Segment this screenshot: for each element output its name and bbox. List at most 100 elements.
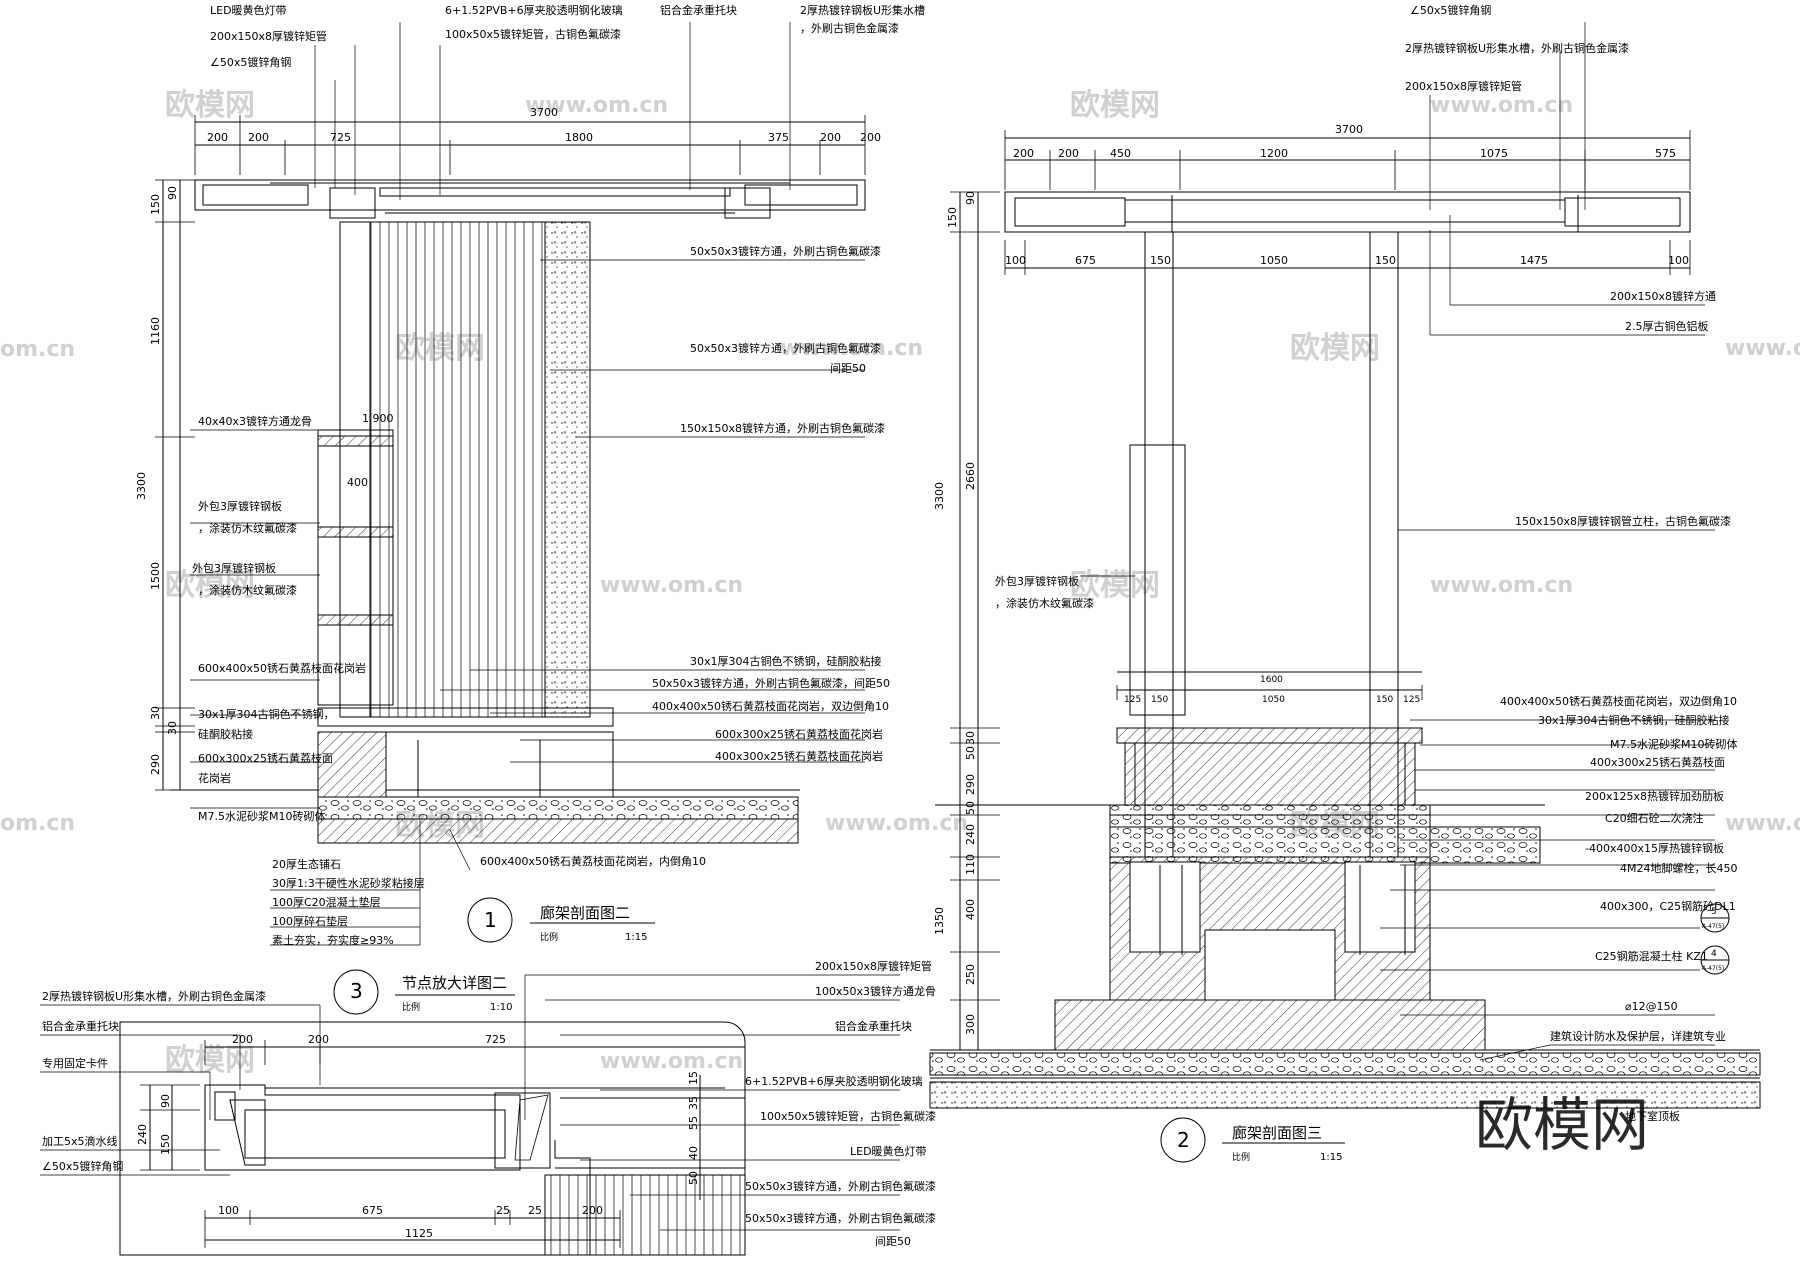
drawing2-dim: 1200 [1260,147,1288,160]
drawing1-top-label: ，外刷古铜色金属漆 [800,21,899,35]
watermark-url: www.om.cn [525,93,668,118]
drawing2-dim-left: 150 [946,207,959,228]
drawing1-layer: 100厚碎石垫层 [272,914,348,928]
drawing3-dim-right: 50 [687,1171,700,1185]
drawing1-top-label: ∠50x5镀锌角钢 [210,55,291,69]
drawing1-dim-left: 290 [149,754,162,775]
drawing3-right-label: 间距50 [875,1235,911,1248]
drawing1-top-label: 2厚热镀锌钢板U形集水槽 [800,3,925,17]
drawing2-right-label: M7.5水泥砂浆M10砖砌体 [1610,737,1737,751]
drawing2-dim-below: 1050 [1260,254,1288,267]
drawing-3-detail [40,969,900,1256]
drawing1-top-label: 6+1.52PVB+6厚夹胶透明钢化玻璃 [445,3,623,17]
drawing1-dim-left: 1500 [149,562,162,590]
drawing2-dim-below: 100 [1668,254,1689,267]
drawing2-dim-left: 50 [964,801,977,815]
drawing1-dim: 725 [330,131,351,144]
watermark-brand: 欧模网 [1070,88,1160,123]
drawing2-right-label: 30x1厚304古铜色不锈钢，硅酮胶粘接 [1538,713,1730,727]
drawing2-dim-left: 300 [964,1014,977,1035]
watermark-url: www.om.cn [780,336,923,361]
drawing1-dim: 200 [860,131,881,144]
drawing2-dim-below: 675 [1075,254,1096,267]
drawing2-right-label: ⌀12@150 [1625,1000,1678,1013]
drawing3-dim-right: 40 [687,1146,700,1160]
drawing2-dim-base: 150 [1151,695,1168,705]
drawing1-left-label: 600x300x25锈石黄荔枝面 [198,751,333,765]
drawing3-right-label: 100x50x5镀锌矩管，古铜色氟碳漆 [760,1109,936,1123]
watermark-url: www.om.cn [1430,93,1573,118]
watermark-url: om.cn [0,337,75,362]
drawing2-top-label: 2厚热镀锌钢板U形集水槽，外刷古铜色金属漆 [1405,41,1629,55]
drawing1-layer: 20厚生态铺石 [272,857,341,871]
drawing2-right-label: 400x400x50锈石黄荔枝面花岗岩，双边倒角10 [1500,694,1737,708]
drawing2-dim-below: 100 [1005,254,1026,267]
drawing3-title: 节点放大详图二 [402,974,507,992]
drawing1-left-label: 40x40x3镀锌方通龙骨 [198,414,312,428]
drawing1-left-label: 外包3厚镀锌钢板 [198,499,282,513]
drawing2-dim-left: 400 [964,899,977,920]
drawing-2-labels: 3700 200 200 450 1200 1075 575 100 675 1… [933,3,1737,1163]
drawing2-dim-left: 3300 [933,482,946,510]
drawing1-top-label: LED暖黄色灯带 [210,3,287,17]
drawing1-dim-left: 3300 [135,472,148,500]
watermark-brand: 欧模网 [1290,331,1380,366]
drawing2-dim-left: 290 [964,774,977,795]
drawing1-layer: 素土夯实，夯实度≥93% [272,933,394,947]
drawing3-dim-total: 1125 [405,1227,433,1240]
drawing2-ref2-bottom: A-47(5) [1702,965,1724,972]
drawing3-dim-top: 725 [485,1033,506,1046]
drawing2-dim: 1075 [1480,147,1508,160]
drawing1-right-label: 50x50x3镀锌方通，外刷古铜色氟碳漆 [690,341,881,355]
drawing2-right-label: 4M24地脚螺栓，长450 [1620,861,1737,875]
drawing1-scale-label: 比例 [540,931,558,943]
drawing1-dim-total: 3700 [530,106,558,119]
drawing2-ref2-top: 4 [1711,949,1717,959]
drawing3-dim-right: 15 [687,1071,700,1085]
drawing3-dim-left: 90 [159,1094,172,1108]
drawing3-right-label: 6+1.52PVB+6厚夹胶透明钢化玻璃 [745,1074,923,1088]
drawing2-right-label: 建筑设计防水及保护层，详建筑专业 [1550,1029,1726,1043]
drawing1-number: 1 [484,908,497,932]
drawing2-dim: 200 [1013,147,1034,160]
drawing1-layer: 100厚C20混凝土垫层 [272,895,381,909]
drawing2-dim-base: 125 [1124,695,1141,705]
watermark-url: www.om.cn [1430,573,1573,598]
drawing2-title: 廊架剖面图三 [1232,1124,1322,1142]
drawing2-ref1-bottom: A-47(5) [1702,923,1724,930]
drawing2-dim-below: 1475 [1520,254,1548,267]
drawing3-left-label: 加工5x5滴水线 [42,1134,118,1148]
drawing1-left-label: ，涂装仿木纹氟碳漆 [198,521,297,535]
drawing3-right-label: 铝合金承重托块 [835,1019,912,1033]
drawing1-right-label: 50x50x3镀锌方通，外刷古铜色氟碳漆，间距50 [652,676,890,690]
drawing2-scale-label: 比例 [1232,1151,1250,1163]
drawing1-dim: 375 [768,131,789,144]
drawing3-dim-right: 55 [687,1116,700,1130]
drawing3-left-label: 铝合金承重托块 [42,1019,119,1033]
drawing3-right-label: 50x50x3镀锌方通，外刷古铜色氟碳漆 [745,1179,936,1193]
watermark-url: www.om.cn [1725,336,1800,361]
drawing2-right-label: 400x300x25锈石黄荔枝面 [1590,755,1725,769]
drawing1-dim: 200 [248,131,269,144]
drawing2-right-label: 地下室顶板 [1625,1109,1680,1123]
drawing2-dim-below: 150 [1150,254,1171,267]
drawing1-top-label: 100x50x5镀锌矩管，古铜色氟碳漆 [445,27,621,41]
drawing3-dim-left: 240 [136,1124,149,1145]
drawing-2-section [929,22,1761,1163]
drawing1-dim: 200 [820,131,841,144]
drawing1-top-label: 铝合金承重托块 [660,3,737,17]
drawing1-left-label: 硅酮胶粘接 [198,727,253,741]
drawing1-left-label: M7.5水泥砂浆M10砖砌体 [198,809,325,823]
watermark-url: om.cn [0,811,75,836]
drawing1-right-label: 600x400x50锈石黄荔枝面花岗岩，内倒角10 [480,854,706,868]
drawing2-right-label: C25钢筋混凝土柱 KZ1 [1595,949,1708,963]
drawing2-left-label: 外包3厚镀锌钢板 [995,574,1079,588]
drawing1-dim: 200 [207,131,228,144]
drawing1-left-label: 花岗岩 [198,771,231,785]
watermarks: 欧模网 www.om.cn 欧模网 www.om.cn om.cn 欧模网 ww… [0,88,1800,1159]
drawing2-top-label: 200x150x8厚镀锌矩管 [1405,79,1522,93]
drawing3-dim-bottom: 675 [362,1204,383,1217]
drawing1-title: 廊架剖面图二 [540,904,630,922]
drawing1-right-label: 400x400x50锈石黄荔枝面花岗岩，双边倒角10 [652,699,889,713]
drawing3-right-label: 200x150x8厚镀锌矩管 [815,959,932,973]
